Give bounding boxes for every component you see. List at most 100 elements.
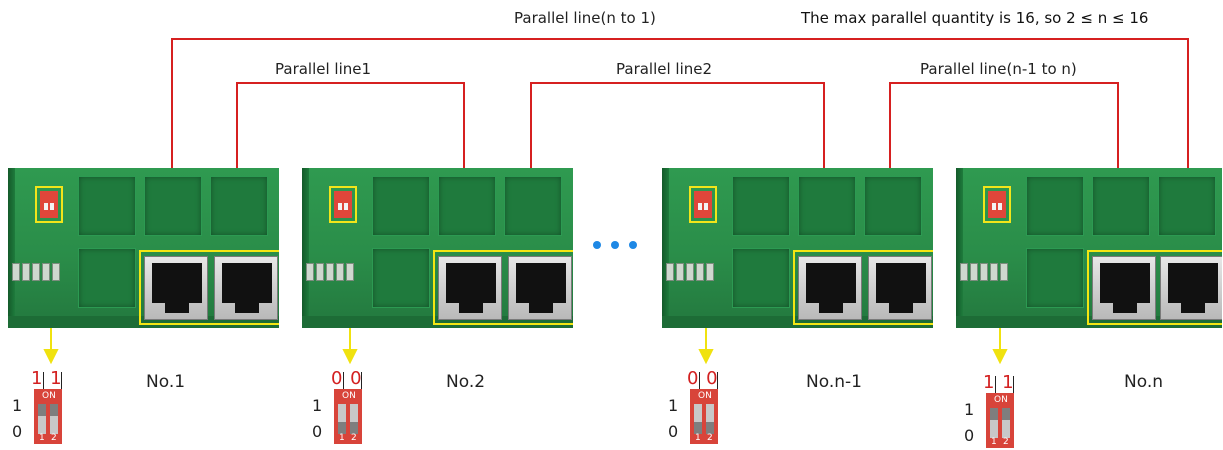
down-arrow-icon (343, 372, 344, 391)
arrow-head-4 (992, 349, 1008, 365)
dip-on-label: ON (42, 391, 56, 401)
unit-label-2: No.2 (446, 372, 486, 392)
rj45-socket (798, 176, 856, 236)
dip-setting-unit-1: 1 1 1 0 ON 1 2 (6, 368, 106, 446)
dip-setting-unit-2: 0 0 1 0 ON 1 2 (306, 368, 406, 446)
parallel-port-left (798, 256, 862, 320)
board-unit-2 (302, 168, 573, 328)
dip-bits: 1 1 (31, 368, 63, 389)
rj45-socket (1158, 176, 1216, 236)
parallel-ports-highlight (1087, 250, 1222, 325)
board-edge (302, 168, 309, 328)
dip-switch (988, 191, 1006, 218)
dip-switch (694, 191, 712, 218)
level-high: 1 (668, 396, 679, 415)
board-edge (956, 168, 963, 328)
dip-switch-zoom: ON 1 2 (986, 393, 1014, 448)
parallel-wire-n-to-1 (171, 38, 1189, 248)
rj45-socket (78, 248, 136, 308)
parallel-port-left (144, 256, 208, 320)
parallel-ports-highlight (433, 250, 573, 325)
rj45-socket (1092, 176, 1150, 236)
ellipsis-dots (593, 241, 637, 249)
pin-header (960, 263, 1008, 281)
dip-switch-highlight (983, 186, 1011, 223)
arrow-head-3 (698, 349, 714, 365)
parallel-port-right (508, 256, 572, 320)
rj45-socket (1026, 248, 1084, 308)
level-high: 1 (12, 396, 23, 415)
dip-switch-highlight (35, 186, 63, 223)
down-arrow-icon (361, 372, 362, 391)
rj45-socket (732, 176, 790, 236)
rj45-socket (864, 176, 922, 236)
arrow-head-1 (43, 349, 59, 365)
rj45-socket (1026, 176, 1084, 236)
unit-label-1: No.1 (146, 372, 186, 392)
dip-switch-highlight (689, 186, 717, 223)
dip-switch (334, 191, 352, 218)
parallel-wire-n1-to-n (889, 82, 1119, 248)
level-high: 1 (312, 396, 323, 415)
dip-switch-1-label: 1 (695, 433, 701, 443)
parallel-wire-2 (530, 82, 825, 248)
board-bottom-strip (662, 316, 933, 328)
rj45-socket (504, 176, 562, 236)
dip-setting-unit-n: 1 1 1 0 ON 1 2 (958, 372, 1058, 450)
board-edge (662, 168, 669, 328)
level-low: 0 (964, 426, 975, 445)
rj45-socket (732, 248, 790, 308)
dip-bits: 0 0 (331, 368, 363, 389)
board-bottom-strip (8, 316, 279, 328)
rj45-socket (372, 248, 430, 308)
dip-on-label: ON (698, 391, 712, 401)
label-parallel-line1: Parallel line1 (275, 60, 372, 78)
dip-switch-zoom: ON 1 2 (34, 389, 62, 444)
dip-on-label: ON (342, 391, 356, 401)
dip-switch-1-label: 1 (339, 433, 345, 443)
up-arrow-icon (61, 372, 62, 391)
dip-setting-unit-n-1: 0 0 1 0 ON 1 2 (662, 368, 762, 446)
pin-header (12, 263, 60, 281)
pin-header (306, 263, 354, 281)
parallel-port-left (438, 256, 502, 320)
level-low: 0 (668, 422, 679, 441)
label-parallel-line2: Parallel line2 (616, 60, 713, 78)
label-parallel-line-n1-to-n: Parallel line(n-1 to n) (920, 60, 1077, 78)
dip-switch-2-label: 2 (1003, 437, 1009, 447)
pin-header (666, 263, 714, 281)
board-unit-n-1 (662, 168, 933, 328)
down-arrow-icon (717, 372, 718, 391)
dip-switch-2-label: 2 (351, 433, 357, 443)
level-low: 0 (12, 422, 23, 441)
dip-switch-zoom: ON 1 2 (334, 389, 362, 444)
parallel-port-right (868, 256, 932, 320)
dip-bits: 0 0 (687, 368, 719, 389)
dip-bits: 1 1 (983, 372, 1015, 393)
dip-switch-2-label: 2 (51, 433, 57, 443)
rj45-socket (372, 176, 430, 236)
board-bottom-strip (302, 316, 573, 328)
rj45-socket (210, 176, 268, 236)
board-unit-n (956, 168, 1222, 328)
parallel-port-right (214, 256, 278, 320)
rj45-socket (438, 176, 496, 236)
level-high: 1 (964, 400, 975, 419)
dip-switch-zoom: ON 1 2 (690, 389, 718, 444)
dip-switch-1-label: 1 (991, 437, 997, 447)
parallel-port-right (1160, 256, 1222, 320)
unit-label-n: No.n (1124, 372, 1163, 392)
board-unit-1 (8, 168, 279, 328)
up-arrow-icon (1013, 376, 1014, 395)
parallel-port-left (1092, 256, 1156, 320)
up-arrow-icon (43, 372, 44, 391)
parallel-ports-highlight (793, 250, 933, 325)
dip-switch (40, 191, 58, 218)
board-edge (8, 168, 15, 328)
arrow-head-2 (342, 349, 358, 365)
max-quantity-note: The max parallel quantity is 16, so 2 ≤ … (801, 9, 1149, 27)
rj45-socket (78, 176, 136, 236)
up-arrow-icon (995, 376, 996, 395)
level-low: 0 (312, 422, 323, 441)
unit-label-n-1: No.n-1 (806, 372, 862, 392)
